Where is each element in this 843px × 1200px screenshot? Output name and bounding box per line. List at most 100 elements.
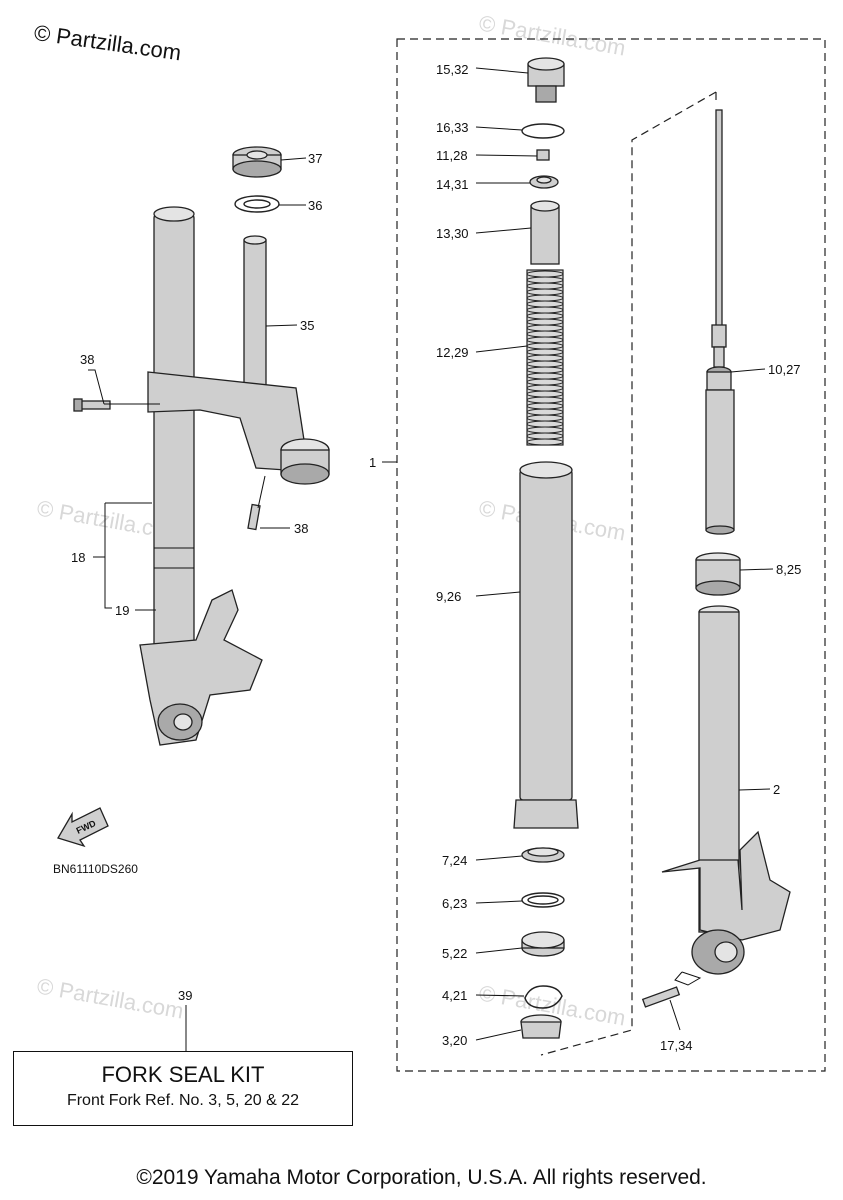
leader-7-24 <box>475 855 523 861</box>
collar-hole <box>536 176 552 184</box>
leader-16-33 <box>475 126 523 131</box>
leader-37 <box>280 157 307 161</box>
spacer-top <box>530 200 560 212</box>
washer-exploded <box>521 892 565 908</box>
leader-5-22 <box>475 947 523 954</box>
callout-10-27: 10,27 <box>768 362 801 377</box>
callout-8-25: 8,25 <box>776 562 801 577</box>
callout-39: 39 <box>178 988 192 1003</box>
leader-38-top <box>88 369 105 405</box>
leader-17-34-bracket <box>674 971 702 986</box>
cartridge-part <box>705 389 735 531</box>
leader-10-27 <box>730 368 766 373</box>
callout-38-bottom: 38 <box>294 521 308 536</box>
outer-tube-part <box>153 213 195 655</box>
axle-bracket-exploded <box>661 830 791 941</box>
callout-35: 35 <box>300 318 314 333</box>
damper-and-inner-tube: 10,27 8,25 2 17,34 <box>641 109 801 1053</box>
rod-neck <box>713 346 725 368</box>
callout-17-34: 17,34 <box>660 1038 693 1053</box>
leader-2 <box>738 788 771 791</box>
callout-19: 19 <box>115 603 129 618</box>
cartridge-collar-body <box>706 371 732 391</box>
callout-18: 18 <box>71 550 85 565</box>
watermark-text: © Partzilla.com <box>477 10 627 60</box>
cartridge-bottom <box>705 525 735 535</box>
oil-seal-top <box>521 931 565 949</box>
exploded-parts: 15,32 16,33 11,28 14,31 13,30 12,29 9,26… <box>369 57 579 1048</box>
callout-36: 36 <box>308 198 322 213</box>
callout-3-20: 3,20 <box>442 1033 467 1048</box>
spacer-part <box>530 205 560 265</box>
washer-part <box>234 195 280 213</box>
steering-nut-bottom <box>232 160 282 178</box>
fork-spring-part <box>526 269 564 446</box>
under-bracket-part <box>147 371 305 471</box>
fwd-arrow-icon: FWD <box>57 807 109 848</box>
axle-hole-exploded <box>714 941 738 963</box>
leader-12-29 <box>475 345 528 353</box>
rod-nut-part <box>711 324 727 348</box>
outer-tube-bottom <box>513 799 579 829</box>
callout-14-31: 14,31 <box>436 177 469 192</box>
spring-coil <box>526 438 564 446</box>
watermark-text: © Partzilla.com <box>35 973 185 1023</box>
washer-exploded-inner <box>527 895 559 905</box>
leader-9-26 <box>475 591 521 597</box>
callout-1: 1 <box>369 455 376 470</box>
diagram-code: BN61110DS260 <box>53 862 138 876</box>
callout-4-21: 4,21 <box>442 988 467 1003</box>
leader-8-25 <box>739 568 774 571</box>
callout-15-32: 15,32 <box>436 62 469 77</box>
callout-16-33: 16,33 <box>436 120 469 135</box>
callout-12-29: 12,29 <box>436 345 469 360</box>
assembled-fork: 37 36 35 38 38 18 19 <box>71 146 330 746</box>
leader-35 <box>265 324 298 327</box>
leader-18-bracket <box>104 503 112 609</box>
callout-6-23: 6,23 <box>442 896 467 911</box>
callout-38-top: 38 <box>80 352 94 367</box>
leader-3-20 <box>475 1029 522 1041</box>
kit-subtitle: Front Fork Ref. No. 3, 5, 20 & 22 <box>66 1092 300 1109</box>
copyright-notice: ©2019 Yamaha Motor Corporation, U.S.A. A… <box>136 1166 707 1189</box>
nut-part <box>536 149 550 161</box>
leader-13-30 <box>475 227 532 234</box>
outer-tube-cap <box>153 206 195 222</box>
steering-nut-hole <box>246 150 268 160</box>
pinch-bolt-part <box>247 503 261 531</box>
steering-stem-top <box>243 235 267 245</box>
pinch-bolt-part <box>79 400 111 410</box>
kit-title: FORK SEAL KIT <box>101 1062 265 1087</box>
o-ring-part <box>521 123 565 139</box>
leader-6-23 <box>475 900 523 904</box>
washer-inner <box>243 199 271 209</box>
leader-4-21 <box>475 994 525 997</box>
callout-2: 2 <box>773 782 780 797</box>
cap-bolt-top <box>527 57 565 71</box>
callout-7-24: 7,24 <box>442 853 467 868</box>
callout-5-22: 5,22 <box>442 946 467 961</box>
outer-tube-exploded <box>519 469 573 801</box>
cap-bolt-stem <box>535 85 557 103</box>
leader-38-bottom-ext <box>257 475 266 509</box>
axle-hole <box>173 713 193 731</box>
axle-pinch-bolt-part <box>641 986 681 1008</box>
damper-rod-part <box>715 109 723 331</box>
leader-15-32 <box>475 67 529 74</box>
fork-seal-kit-box[interactable]: FORK SEAL KIT Front Fork Ref. No. 3, 5, … <box>13 1051 353 1126</box>
clip-part <box>524 985 563 1009</box>
callout-37: 37 <box>308 151 322 166</box>
outer-tube-top <box>519 461 573 479</box>
dust-seal-part <box>520 1021 562 1039</box>
callout-13-30: 13,30 <box>436 226 469 241</box>
leader-17-34 <box>669 999 681 1031</box>
assembly-boundary <box>396 38 826 1072</box>
under-bracket-clamp-bottom <box>280 463 330 485</box>
guide-bush-bottom <box>695 580 741 596</box>
callout-9-26: 9,26 <box>436 589 461 604</box>
bushing-inner <box>527 847 559 857</box>
callout-11-28: 11,28 <box>436 148 468 163</box>
pinch-bolt-head <box>73 398 83 412</box>
